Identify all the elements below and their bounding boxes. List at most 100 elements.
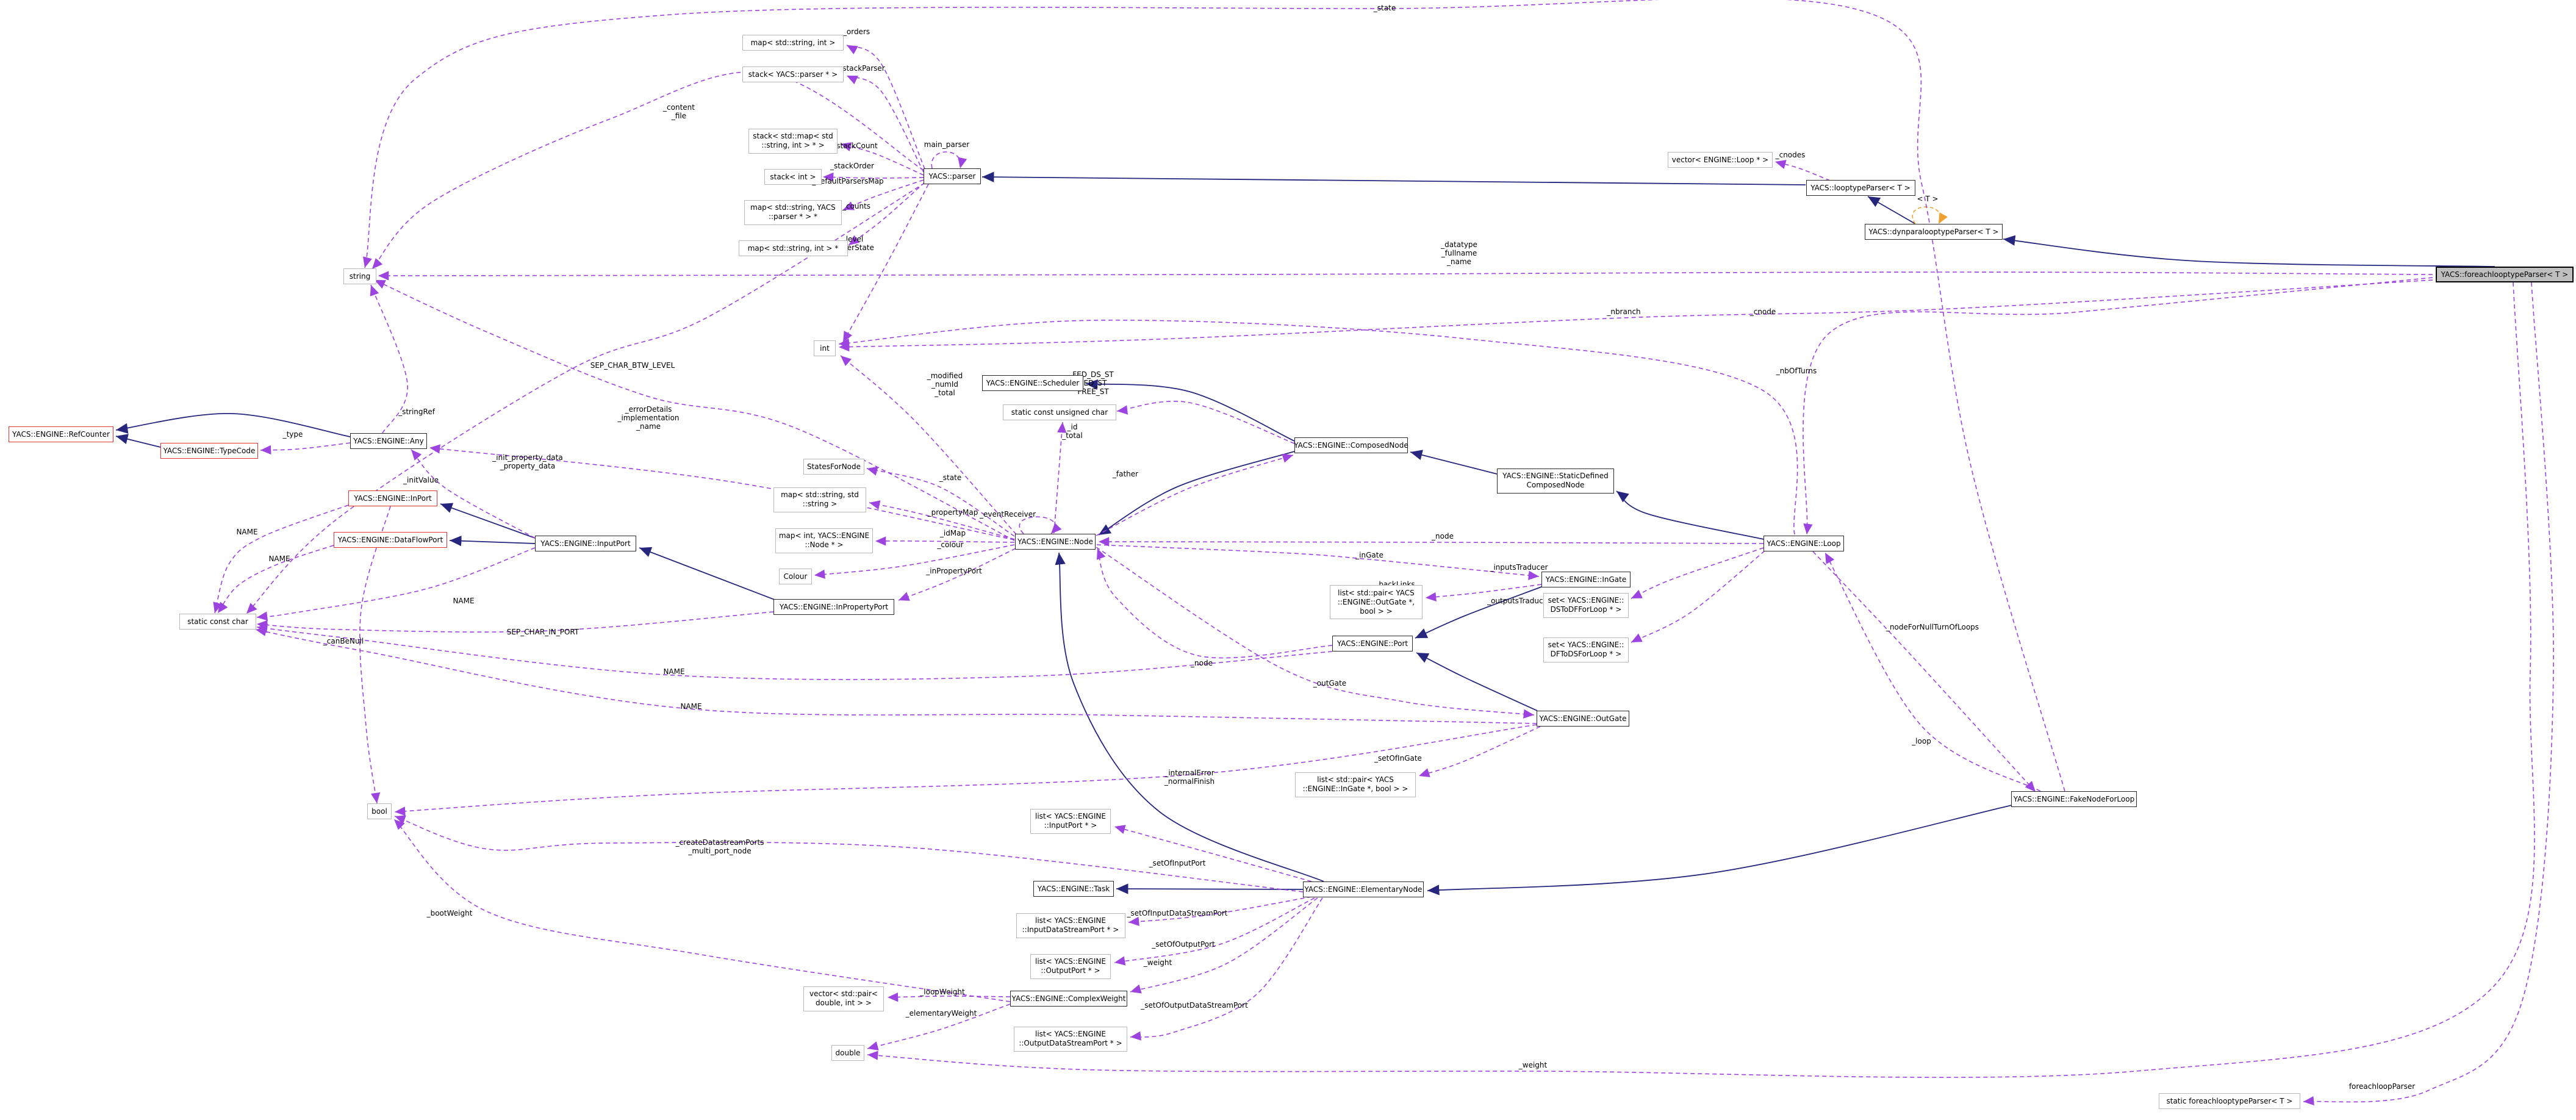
edge-label-_setofinputdatastreamport: _setOfInputDataStreamPort	[1127, 909, 1228, 917]
edge-inputport-inport	[440, 503, 536, 539]
edge-label-_nbofturns: _nbOfTurns	[1776, 367, 1817, 375]
class-node-set-dstodf: set< YACS::ENGINE:: DSToDFForLoop * >	[1543, 592, 1629, 618]
edge-parser-map_str_int	[846, 45, 925, 170]
edge-loop-staticdef	[1616, 490, 1764, 540]
edge-parser-parser	[931, 151, 967, 169]
edge-inputport-static_char	[256, 547, 536, 621]
class-node-list-outputdsp: list< YACS::ENGINE ::OutputDataStreamPor…	[1014, 1026, 1127, 1052]
edge-parser-static_char	[246, 182, 925, 614]
edge-label-_state: _state	[939, 473, 962, 482]
edge-label-_loopweight: _loopWeight	[920, 988, 965, 996]
class-node-loop[interactable]: YACS::ENGINE::Loop	[1763, 536, 1845, 551]
class-node-elementary[interactable]: YACS::ENGINE::ElementaryNode	[1302, 881, 1424, 897]
class-node-task[interactable]: YACS::ENGINE::Task	[1033, 881, 1114, 897]
class-node-dynpara[interactable]: YACS::dynparalooptypeParser< T >	[1865, 224, 2003, 240]
edge-inport-bool	[359, 506, 391, 804]
edge-any-string	[370, 284, 408, 434]
edge-label-_cnode: _cnode	[1749, 307, 1776, 316]
edge-node-outgate	[1096, 547, 1535, 719]
edge-elementary-list_outputport	[1114, 897, 1315, 966]
edge-elementary-bool	[394, 815, 1304, 892]
edge-fakenode-string	[362, 0, 2065, 792]
edge-fakenode-elementary	[1427, 805, 2012, 896]
edge-loop-node	[1098, 537, 1764, 547]
edge-composed-static_uchar	[1116, 401, 1295, 444]
class-node-stack-map-int: stack< std::map< std ::string, int > * >	[748, 128, 838, 154]
class-node-foreach[interactable]: YACS::foreachlooptypeParser< T >	[2436, 267, 2574, 282]
class-node-complexweight[interactable]: YACS::ENGINE::ComplexWeight	[1010, 991, 1128, 1007]
class-node-map-str-int-ptr: map< std::string, int > *	[738, 240, 848, 256]
edge-fakenode-loop	[1824, 552, 2041, 792]
class-node-inpropertyport[interactable]: YACS::ENGINE::InPropertyPort	[773, 599, 895, 615]
class-node-staticdef[interactable]: YACS::ENGINE::StaticDefined ComposedNode	[1496, 468, 1615, 494]
edge-loop-set_dstodf	[1631, 547, 1764, 599]
edge-elementary-list_inputport	[1114, 825, 1312, 882]
edge-label-_stackcount: _stackCount	[833, 142, 878, 150]
edge-foreach-loop	[1803, 277, 2433, 535]
edge-outgate-static_char	[255, 626, 1537, 724]
edge-label-_weight: _weight	[1143, 958, 1172, 967]
edge-label-_type: _type	[282, 430, 303, 439]
class-node-stack-int: stack< int >	[764, 169, 822, 185]
class-node-refcounter[interactable]: YACS::ENGINE::RefCounter	[8, 426, 114, 442]
edge-label-_setofoutputdatastreamport: _setOfOutputDataStreamPort	[1141, 1001, 1248, 1010]
edge-node-string	[374, 279, 1015, 541]
class-node-port[interactable]: YACS::ENGINE::Port	[1332, 636, 1413, 652]
edge-label-_setofinputport: _setOfInputPort	[1149, 859, 1206, 867]
edge-node-node	[1019, 516, 1062, 534]
edge-label-_ingate: _inGate	[1355, 551, 1383, 559]
edge-complexweight-vector_pair	[887, 992, 1011, 1002]
edge-node-static_uchar	[1053, 422, 1067, 534]
class-node-map-str-int: map< std::string, int >	[742, 35, 844, 51]
class-node-composed[interactable]: YACS::ENGINE::ComposedNode	[1294, 437, 1408, 453]
class-node-ingate[interactable]: YACS::ENGINE::InGate	[1541, 572, 1631, 587]
class-node-looptype[interactable]: YACS::looptypeParser< T >	[1806, 180, 1915, 196]
edge-label-_weight: _weight	[1518, 1061, 1548, 1069]
class-node-static-char: static const char	[179, 614, 257, 630]
class-node-double: double	[831, 1045, 864, 1061]
edge-node-inpropertyport	[898, 548, 1016, 601]
edge-parser-stack_int	[822, 172, 924, 182]
edge-label-name: NAME	[680, 702, 702, 711]
class-node-typecode[interactable]: YACS::ENGINE::TypeCode	[160, 443, 258, 459]
edge-staticdef-composed	[1410, 450, 1498, 475]
class-node-dataflowport[interactable]: YACS::ENGINE::DataFlowPort	[334, 532, 447, 548]
edge-parser-string	[371, 71, 924, 270]
edge-outgate-list_ingate_bool	[1418, 726, 1541, 777]
class-node-any[interactable]: YACS::ENGINE::Any	[350, 433, 428, 449]
class-node-node[interactable]: YACS::ENGINE::Node	[1014, 534, 1096, 550]
edge-label-_eventreceiver: _eventReceiver	[979, 510, 1036, 519]
edge-node-map_str_str	[869, 500, 1015, 540]
edge-label-_defaultparsersmap: _defaultParsersMap	[812, 177, 884, 185]
class-node-map-str-str: map< std::string, std ::string >	[773, 487, 867, 512]
class-node-outgate[interactable]: YACS::ENGINE::OutGate	[1536, 711, 1630, 727]
edge-label-_idmap: _idMap	[939, 529, 966, 537]
edge-label-_datatype: _datatype _fullname _name	[1441, 240, 1477, 266]
edge-inpropertyport-static_char	[256, 611, 774, 633]
edge-foreach-int	[838, 279, 2433, 352]
class-node-inport[interactable]: YACS::ENGINE::InPort	[348, 490, 437, 506]
edge-elementary-list_outputdsp	[1130, 897, 1323, 1041]
class-node-inputport[interactable]: YACS::ENGINE::InputPort	[535, 536, 636, 551]
edge-dataflowport-static_char	[217, 545, 334, 614]
class-node-list-outputport: list< YACS::ENGINE ::OutputPort * >	[1030, 953, 1111, 979]
edge-label-_id: _id _total	[1062, 423, 1083, 440]
edge-label-_node: _node	[1432, 532, 1454, 540]
class-node-vector-pair: vector< std::pair< double, int > >	[803, 986, 884, 1011]
edge-label-_initvalue: _initValue	[403, 476, 439, 484]
edge-outgate-port	[1416, 652, 1538, 711]
class-node-parser[interactable]: YACS::parser	[924, 168, 981, 184]
class-node-vector-loop: vector< ENGINE::Loop * >	[1667, 152, 1773, 168]
edge-foreach-dynpara	[2003, 235, 2495, 267]
edge-label-sep_char_in_port: SEP_CHAR_IN_PORT	[506, 628, 579, 636]
edge-port-static_char	[256, 623, 1333, 680]
edge-inputport-dataflowport	[449, 536, 536, 547]
class-node-fakenode[interactable]: YACS::ENGINE::FakeNodeForLoop	[2011, 791, 2137, 807]
edge-label-_inputstraducer: _inputsTraducer	[1490, 563, 1548, 572]
edge-label-_errordetails: _errorDetails _implementation _name	[617, 405, 680, 431]
edge-label-_outgate: _outGate	[1313, 679, 1347, 687]
edge-label-_colour: _colour	[937, 540, 964, 549]
class-node-bool: bool	[367, 803, 392, 819]
class-node-scheduler[interactable]: YACS::ENGINE::Scheduler	[982, 375, 1083, 391]
